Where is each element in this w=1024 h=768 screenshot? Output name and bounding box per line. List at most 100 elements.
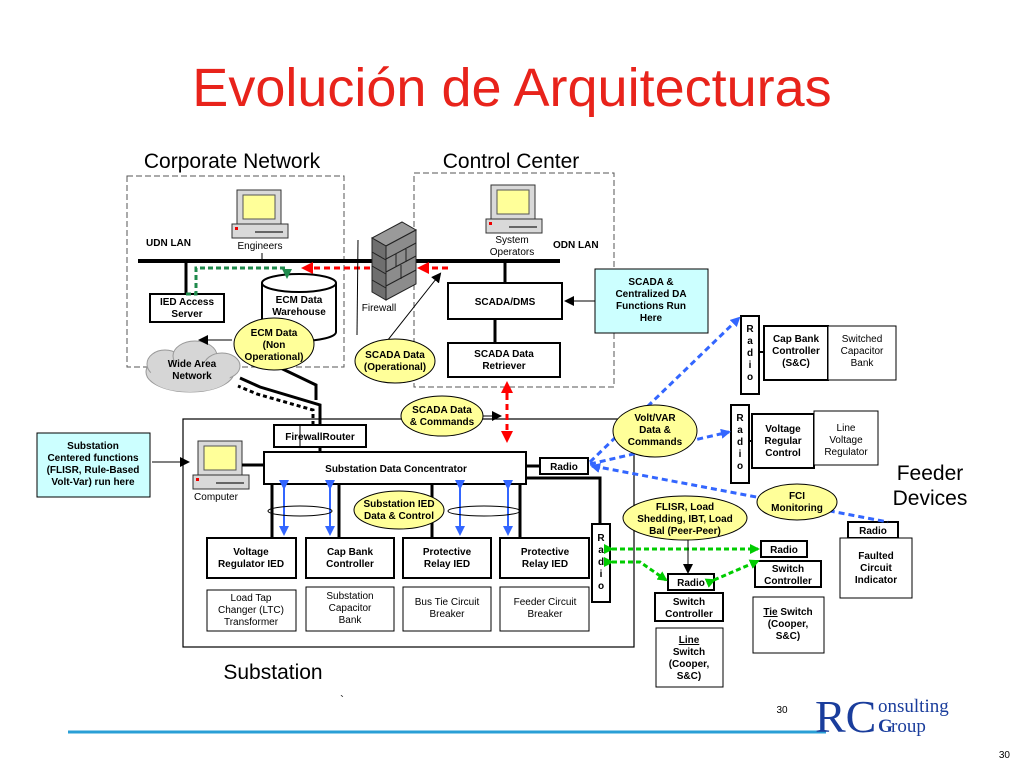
- engineers-label: Engineers: [237, 241, 282, 252]
- scada-central-label-1: SCADA &: [628, 277, 673, 288]
- slide-number: 30: [999, 750, 1011, 761]
- device-1-label-1: Load Tap: [231, 593, 272, 604]
- device-box-ltc: [206, 589, 297, 632]
- fci-label-2: Circuit: [860, 563, 892, 574]
- vr-radio-letter-3: d: [737, 437, 743, 448]
- substation-functions-label-1: Substation: [67, 441, 119, 452]
- line-switch-label-1: Line: [679, 635, 700, 646]
- system-operators-label-2: Operators: [490, 247, 534, 258]
- tie-switch-box: [752, 596, 825, 654]
- line-switch-controller-box: [654, 592, 724, 622]
- wan-label-2: Network: [172, 371, 212, 382]
- switched-capacitor-box: [827, 325, 897, 381]
- oval-flisr-label-2: Shedding, IBT, Load: [637, 514, 733, 525]
- ied-box-voltage-regulator: [206, 537, 297, 579]
- vr-radio-letter-1: R: [736, 413, 744, 424]
- tie-switch-label-3: S&C): [776, 631, 800, 642]
- sub-radio-letter-3: d: [598, 557, 604, 568]
- ied-2-label-1: Cap Bank: [327, 547, 374, 558]
- scada-retriever-label-1: SCADA Data: [474, 349, 534, 360]
- lvr-label-2: Voltage: [829, 435, 863, 446]
- line-switch-label-4: S&C): [677, 671, 701, 682]
- device-2-label-2: Capacitor: [329, 603, 372, 614]
- scada-retriever-box: [447, 342, 561, 378]
- cap-radio-letter-3: d: [747, 348, 753, 359]
- oval-voltvar-label-2: Data &: [639, 425, 671, 436]
- ied-3-label-1: Protective: [423, 547, 472, 558]
- ied-4-label-2: Relay IED: [522, 559, 568, 570]
- vr-radio-letter-5: o: [737, 461, 743, 472]
- oval-ecm-label-2: (Non: [263, 340, 286, 351]
- oval-scada-op-label-2: (Operational): [364, 362, 426, 373]
- fci-radio-label: Radio: [859, 526, 887, 537]
- vr-controller-label-1: Voltage: [765, 424, 801, 435]
- lvr-label-1: Line: [837, 423, 856, 434]
- ecm-data-path: [186, 266, 292, 296]
- scada-retriever-label-2: Retriever: [482, 361, 525, 372]
- control-center-label: Control Center: [443, 150, 580, 173]
- oval-scada-cmd-label-1: SCADA Data: [412, 405, 472, 416]
- tie-switch-controller-box: [754, 560, 822, 588]
- stray-backtick: `: [340, 693, 344, 707]
- oval-scada-data-operational: [354, 338, 436, 384]
- ied-box-cap-bank: [305, 537, 395, 579]
- oval-voltvar-label-3: Commands: [628, 437, 683, 448]
- ied-3-label-2: Relay IED: [424, 559, 470, 570]
- substation-label: Substation: [223, 661, 322, 684]
- ied-4-label-1: Protective: [521, 547, 570, 558]
- lvr-label-3: Regulator: [824, 447, 868, 458]
- rc-consulting-logo: RC onsulting G roup: [815, 691, 949, 742]
- fci-box: [839, 537, 913, 599]
- oval-scada-commands: [400, 395, 484, 437]
- line-radio-label: Radio: [677, 578, 705, 589]
- firewall-to-oval-line: [356, 239, 359, 336]
- line-switch-label-2: Switch: [673, 647, 705, 658]
- vr-controller-label-2: Regular: [764, 436, 801, 447]
- device-box-capacitor-bank: [305, 586, 395, 632]
- line-controller-label-2: Controller: [665, 609, 713, 620]
- sub-radio-letter-2: a: [598, 545, 604, 556]
- ied-box-bus-tie-relay: [402, 537, 492, 579]
- line-switch-label-3: (Cooper,: [669, 659, 710, 670]
- vr-controller-label-3: Control: [765, 448, 801, 459]
- odn-lan-label: ODN LAN: [553, 240, 599, 251]
- substation-radio-label: Radio: [550, 462, 578, 473]
- device-4-label-2: Breaker: [527, 609, 563, 620]
- ied-1-label-1: Voltage: [233, 547, 269, 558]
- feeder-devices-label-1: Feeder: [897, 462, 964, 485]
- concentrator-to-vradio: [526, 476, 602, 524]
- device-3-label-1: Bus Tie Circuit: [415, 597, 480, 608]
- engineers-computer-icon: [231, 189, 289, 239]
- tie-switch-label-2: (Cooper,: [768, 619, 809, 630]
- oval-fci-label-1: FCI: [789, 491, 805, 502]
- device-1-label-2: Changer (LTC): [218, 605, 284, 616]
- scada-dms-label: SCADA/DMS: [475, 297, 536, 308]
- fci-label-3: Indicator: [855, 575, 897, 586]
- firewall-icon: [370, 221, 418, 301]
- slide-title: Evolución de Arquitecturas: [192, 58, 831, 118]
- oval-scada-cmd-label-2: & Commands: [410, 417, 475, 428]
- voltage-reg-radio: [730, 404, 750, 484]
- data-concentrator-box: [263, 451, 527, 485]
- fci-label-1: Faulted: [858, 551, 894, 562]
- oval-flisr-label-3: Bal (Peer-Peer): [649, 526, 721, 537]
- device-2-label-1: Substation: [326, 591, 373, 602]
- tie-radio-label: Radio: [770, 545, 798, 556]
- substation-computer-label: Computer: [194, 492, 239, 503]
- vr-radio-letter-2: a: [737, 425, 743, 436]
- wan-label-1: Wide Area: [168, 359, 217, 370]
- oval-flisr-label-1: FLISR, Load: [656, 502, 714, 513]
- scada-central-label-3: Functions Run: [616, 301, 686, 312]
- oval-scada-op-label-1: SCADA Data: [365, 350, 425, 361]
- firewall-label: Firewall: [362, 303, 396, 314]
- router-to-wan-link: [239, 376, 322, 425]
- vr-radio-letter-4: i: [739, 449, 742, 460]
- line-voltage-regulator-box: [813, 410, 879, 466]
- oval-fci-label-2: Monitoring: [771, 503, 823, 514]
- ecm-warehouse-label-1: ECM Data: [276, 295, 323, 306]
- substation-functions-box: [36, 432, 151, 498]
- slide-number-inner: 30: [776, 705, 788, 716]
- ied-access-server-label-2: Server: [171, 309, 202, 320]
- line-controller-label-1: Switch: [673, 597, 705, 608]
- wide-area-network-cloud: [145, 340, 241, 393]
